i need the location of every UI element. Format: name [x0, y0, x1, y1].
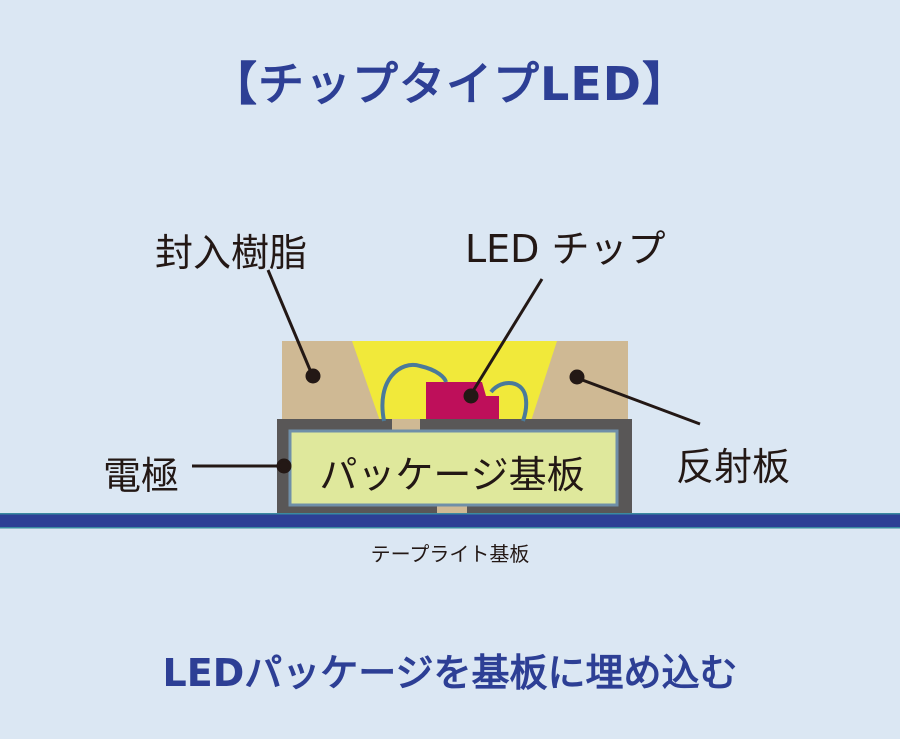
led-chip — [426, 382, 499, 419]
electrode-gap-bottom — [437, 505, 467, 515]
caption: LEDパッケージを基板に埋め込む — [162, 651, 738, 695]
label-reflector: 反射板 — [676, 445, 791, 489]
label-tape-light-substrate: テープライト基板 — [370, 542, 530, 566]
leader-encapsulant — [266, 269, 315, 378]
encapsulant-cone — [352, 341, 557, 421]
package-substrate — [288, 429, 619, 507]
page-title: 【チップタイプLED】 — [211, 57, 689, 111]
label-encapsulant: 封入樹脂 — [155, 231, 308, 275]
leader-reflector — [576, 376, 701, 426]
label-package-substrate: パッケージ基板 — [319, 452, 585, 497]
label-led-chip: LED チップ — [465, 227, 666, 271]
label-electrode: 電極 — [103, 454, 180, 498]
electrode-gap-top — [392, 419, 420, 431]
bond-wire-left — [380, 362, 448, 422]
leader-led-chip — [468, 278, 544, 397]
tape-light-substrate — [0, 514, 900, 528]
bond-wire-right — [489, 381, 529, 422]
